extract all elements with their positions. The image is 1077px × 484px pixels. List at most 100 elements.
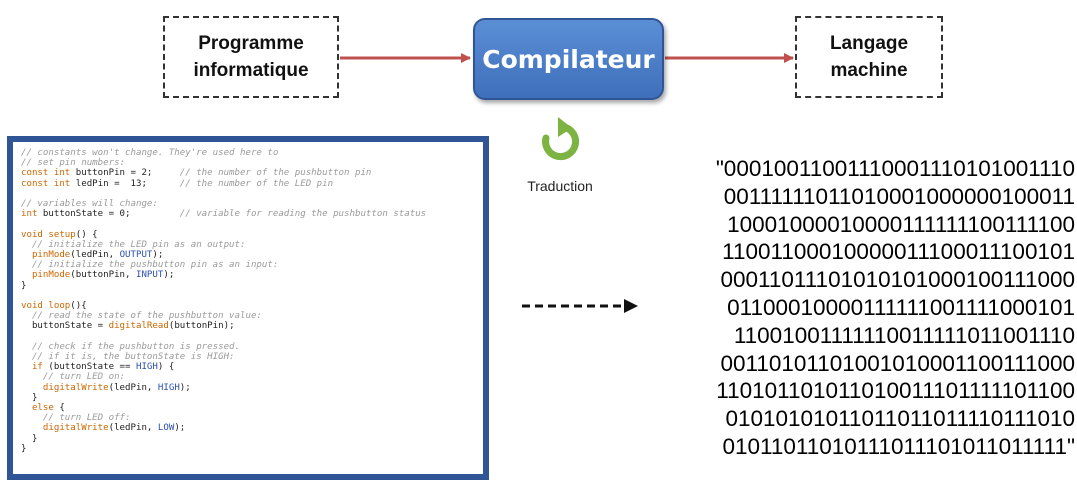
code-token: pinMode <box>21 250 71 261</box>
code-line: void loop(){ <box>21 301 477 311</box>
code-token: (ledPin, <box>108 423 158 434</box>
code-token: { <box>59 403 65 414</box>
code-line: } <box>21 281 477 291</box>
code-token: const int <box>21 168 76 179</box>
code-token: ) { <box>157 362 175 373</box>
code-line: void setup() { <box>21 230 477 240</box>
code-token: // constants won't change. They're used … <box>21 148 279 158</box>
code-token: (ledPin, <box>70 250 120 261</box>
binary-line: 11010110101101001110111110110​0 <box>716 378 1075 404</box>
binary-line: 01010101011011011011110111010 <box>725 406 1075 432</box>
compiler-box: Compilateur <box>473 18 664 100</box>
rotate-arrow-icon <box>542 117 580 161</box>
code-line: if (buttonState == HIGH) { <box>21 362 477 372</box>
code-token: buttonState = 0; <box>42 209 180 220</box>
code-token: ledPin = 13; <box>75 178 180 189</box>
code-line: // turn LED off: <box>21 413 477 423</box>
source-code: // constants won't change. They're used … <box>21 148 477 454</box>
code-token: (buttonState == <box>48 362 136 373</box>
code-line: } <box>21 444 477 454</box>
code-token: HIGH <box>135 362 158 373</box>
code-line: // constants won't change. They're used … <box>21 148 477 158</box>
code-line: const int buttonPin = 2; // the number o… <box>21 168 477 178</box>
code-token: ); <box>174 423 186 434</box>
code-token: (){ <box>70 301 87 312</box>
code-token: LOW <box>157 423 175 434</box>
code-line: digitalWrite(ledPin, LOW); <box>21 423 477 433</box>
code-token: // turn LED off: <box>21 413 131 424</box>
code-line: // if it is, the buttonState is HIGH: <box>21 352 477 362</box>
code-line: } <box>21 393 477 403</box>
code-token: ); <box>152 250 164 261</box>
code-line: // initialize the pushbutton pin as an i… <box>21 260 477 270</box>
code-token: void <box>21 229 49 240</box>
code-token: (buttonPin); <box>168 321 235 332</box>
code-token: buttonPin = 2; <box>75 168 180 179</box>
code-line: const int ledPin = 13; // the number of … <box>21 179 477 189</box>
code-token: HIGH <box>157 382 180 393</box>
code-token: // variable for reading the pushbutton s… <box>179 209 427 220</box>
code-token: // the number of the LED pin <box>179 178 334 189</box>
source-code-panel: // constants won't change. They're used … <box>7 136 489 480</box>
code-token: } <box>21 280 27 291</box>
source-program-box: Programme informatique <box>163 16 339 98</box>
translation-label: Traduction <box>527 178 593 194</box>
binary-line: 11001001111110011111011001110 <box>733 322 1075 348</box>
binary-line: 00110101101001010001100111000 <box>720 350 1075 376</box>
binary-line: "0001001100111000111010100111​0 <box>715 156 1075 181</box>
code-line: int buttonState = 0; // variable for rea… <box>21 209 477 219</box>
code-token: } <box>21 443 27 454</box>
code-token: // initialize the LED pin as an output: <box>21 239 246 250</box>
machine-language-box: Langage machine <box>795 16 943 98</box>
code-token: loop <box>48 301 71 312</box>
code-token: else <box>21 403 60 414</box>
code-token: setup <box>48 229 76 240</box>
code-line: digitalWrite(ledPin, HIGH); <box>21 383 477 393</box>
code-token: void <box>21 301 49 312</box>
code-token: } <box>21 392 38 403</box>
code-line: // read the state of the pushbutton valu… <box>21 311 477 321</box>
code-line <box>21 332 477 342</box>
code-token: OUTPUT <box>119 250 153 261</box>
code-line: pinMode(ledPin, OUTPUT); <box>21 250 477 260</box>
code-token: int <box>21 209 43 220</box>
code-line: // initialize the LED pin as an output: <box>21 240 477 250</box>
code-token: (ledPin, <box>108 382 158 393</box>
code-token: // variables will change: <box>21 199 158 210</box>
code-token: INPUT <box>135 270 164 281</box>
code-token: pinMode <box>21 270 71 281</box>
code-token: ); <box>179 382 191 393</box>
code-token: // the number of the pushbutton pin <box>179 168 372 179</box>
code-line: buttonState = digitalRead(buttonPin); <box>21 321 477 331</box>
code-token: // initialize the pushbutton pin as an i… <box>21 260 279 271</box>
code-line <box>21 189 477 199</box>
code-token: if <box>21 362 49 373</box>
code-line: // variables will change: <box>21 199 477 209</box>
binary-line: 10001000010000111111100111100 <box>727 211 1075 237</box>
code-token: buttonState = <box>21 321 109 332</box>
code-token: } <box>21 433 38 444</box>
code-token: // read the state of the pushbutton valu… <box>21 311 262 322</box>
binary-line: 0011111101101000100000010001​1 <box>723 183 1075 209</box>
code-token: // turn LED on: <box>21 372 126 383</box>
code-line <box>21 291 477 301</box>
code-line: else { <box>21 403 477 413</box>
code-line: pinMode(buttonPin, INPUT); <box>21 270 477 280</box>
code-line: } <box>21 434 477 444</box>
code-token: // check if the pushbutton is pressed. <box>21 341 240 352</box>
code-token: ); <box>163 270 175 281</box>
binary-line: 01011011010111011101011011111" <box>722 433 1075 459</box>
code-token: () { <box>75 229 98 240</box>
code-token: (buttonPin, <box>70 270 136 281</box>
code-token: // set pin numbers: <box>21 158 126 169</box>
code-token: digitalWrite <box>21 382 109 393</box>
binary-line: 01100010000111111001111000101 <box>727 294 1075 320</box>
code-line <box>21 219 477 229</box>
code-token: // if it is, the buttonState is HIGH: <box>21 352 235 363</box>
code-line: // check if the pushbutton is pressed. <box>21 342 477 352</box>
binary-line: 11001100010000011100011100101 <box>722 239 1075 265</box>
code-token: digitalRead <box>108 321 169 332</box>
code-line: // turn LED on: <box>21 372 477 382</box>
